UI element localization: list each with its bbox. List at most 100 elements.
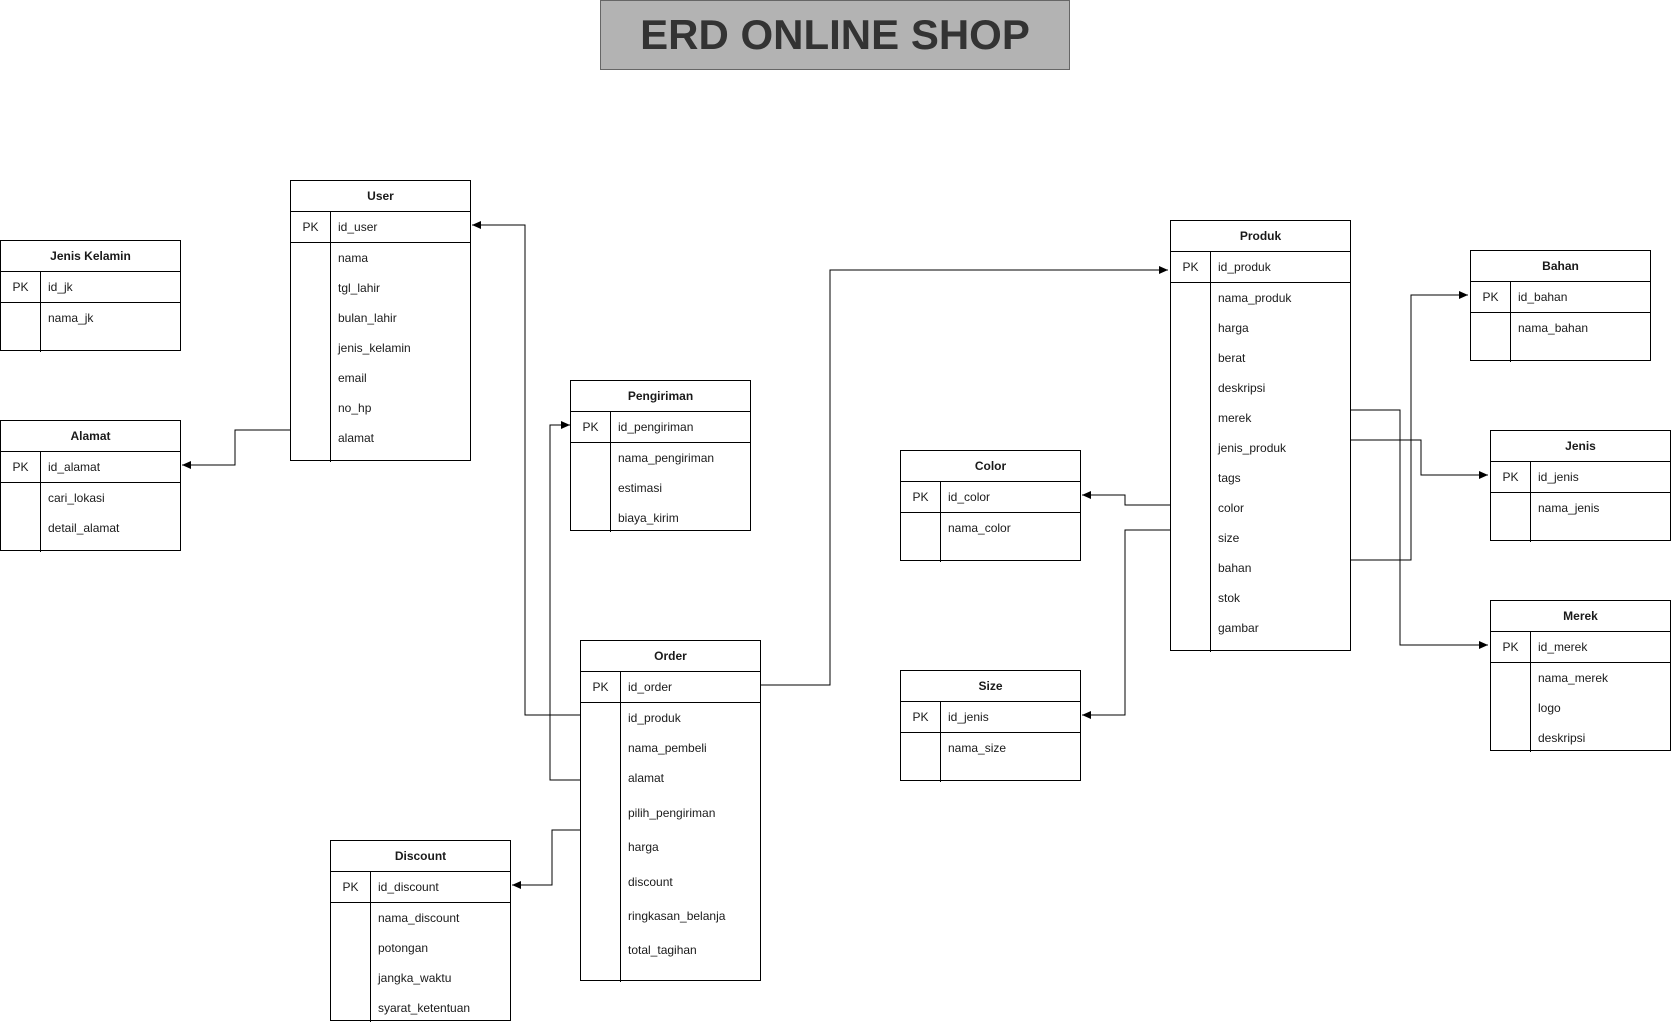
pk-field: id_jk bbox=[48, 280, 73, 294]
attr: berat bbox=[1218, 351, 1246, 365]
link-user-alamat bbox=[182, 429, 290, 469]
entity-color[interactable]: Color PK id_color nama_color bbox=[900, 450, 1081, 562]
pk-label: PK bbox=[1491, 462, 1531, 492]
attr: logo bbox=[1538, 701, 1561, 715]
entity-name: Jenis bbox=[1491, 431, 1670, 462]
pk-field: id_alamat bbox=[48, 460, 101, 474]
pk-label: PK bbox=[1, 272, 41, 302]
entity-size[interactable]: Size PK id_jenis nama_size bbox=[900, 670, 1081, 782]
pk-field: id_pengiriman bbox=[618, 420, 694, 434]
attr: email bbox=[338, 371, 367, 385]
link-produk-jenis bbox=[1350, 439, 1488, 479]
diagram-title: ERD ONLINE SHOP bbox=[600, 0, 1070, 70]
attr: merek bbox=[1218, 411, 1252, 425]
attr: jangka_waktu bbox=[378, 971, 452, 985]
entity-name: Bahan bbox=[1471, 251, 1650, 282]
entity-bahan[interactable]: Bahan PK id_bahan nama_bahan bbox=[1470, 250, 1651, 362]
attr: syarat_ketentuan bbox=[378, 1001, 471, 1015]
pk-field: id_jenis bbox=[948, 710, 989, 724]
attr: cari_lokasi bbox=[48, 491, 105, 505]
entity-name: Jenis Kelamin bbox=[1, 241, 180, 272]
attr: detail_alamat bbox=[48, 521, 120, 535]
attr: nama_color bbox=[948, 521, 1011, 535]
pk-field: id_order bbox=[628, 680, 673, 694]
attr: nama_pembeli bbox=[628, 741, 707, 755]
pk-label: PK bbox=[1171, 252, 1211, 282]
entity-produk[interactable]: Produk PK id_produk nama_produk harga ber… bbox=[1170, 220, 1351, 652]
attr: harga bbox=[628, 840, 659, 854]
attr: size bbox=[1218, 531, 1240, 545]
pk-field: id_bahan bbox=[1518, 290, 1568, 304]
pk-field: id_merek bbox=[1538, 640, 1588, 654]
attr: jenis_kelamin bbox=[338, 341, 411, 355]
attr: nama_jk bbox=[48, 311, 94, 325]
attr: stok bbox=[1218, 591, 1241, 605]
attr: nama bbox=[338, 251, 369, 265]
pk-label: PK bbox=[571, 412, 611, 442]
attr: deskripsi bbox=[1218, 381, 1266, 395]
attr: gambar bbox=[1218, 621, 1259, 635]
attr: nama_merek bbox=[1538, 671, 1609, 685]
link-order-discount bbox=[512, 829, 590, 889]
attr: nama_pengiriman bbox=[618, 451, 715, 465]
attr: nama_discount bbox=[378, 911, 460, 925]
link-order-produk bbox=[760, 266, 1168, 686]
pk-label: PK bbox=[1, 452, 41, 482]
link-order-pengiriman bbox=[549, 421, 580, 781]
entity-name: Merek bbox=[1491, 601, 1670, 632]
entity-name: Produk bbox=[1171, 221, 1350, 252]
pk-label: PK bbox=[1491, 632, 1531, 662]
pk-field: id_produk bbox=[1218, 260, 1271, 274]
attr: harga bbox=[1218, 321, 1249, 335]
attr: alamat bbox=[628, 771, 665, 785]
entity-name: Alamat bbox=[1, 421, 180, 452]
attr: total_tagihan bbox=[628, 943, 697, 957]
entity-jenis[interactable]: Jenis PK id_jenis nama_jenis bbox=[1490, 430, 1671, 542]
link-order-user bbox=[472, 221, 580, 716]
entity-jenis-kelamin[interactable]: Jenis Kelamin PK id_jk nama_jk bbox=[0, 240, 181, 352]
attr: estimasi bbox=[618, 481, 663, 495]
attr: nama_size bbox=[948, 741, 1007, 755]
pk-label: PK bbox=[1471, 282, 1511, 312]
entity-name: Order bbox=[581, 641, 760, 672]
pk-field: id_discount bbox=[378, 880, 439, 894]
attr: deskripsi bbox=[1538, 731, 1586, 745]
entity-pengiriman[interactable]: Pengiriman PK id_pengiriman nama_pengirim… bbox=[570, 380, 751, 532]
attr: tgl_lahir bbox=[338, 281, 381, 295]
entity-merek[interactable]: Merek PK id_merek nama_merek logo deskrip… bbox=[1490, 600, 1671, 752]
attr: no_hp bbox=[338, 401, 372, 415]
attr: discount bbox=[628, 875, 673, 889]
attr: nama_produk bbox=[1218, 291, 1292, 305]
link-produk-bahan bbox=[1350, 291, 1468, 561]
pk-field: id_jenis bbox=[1538, 470, 1579, 484]
entity-name: User bbox=[291, 181, 470, 212]
pk-field: id_color bbox=[948, 490, 991, 504]
attr: nama_jenis bbox=[1538, 501, 1600, 515]
attr: tags bbox=[1218, 471, 1241, 485]
link-produk-color bbox=[1082, 491, 1170, 506]
pk-label: PK bbox=[901, 482, 941, 512]
entity-alamat[interactable]: Alamat PK id_alamat cari_lokasi detail_al… bbox=[0, 420, 181, 552]
attr: color bbox=[1218, 501, 1245, 515]
entity-name: Pengiriman bbox=[571, 381, 750, 412]
entity-name: Color bbox=[901, 451, 1080, 482]
pk-label: PK bbox=[581, 672, 621, 702]
pk-label: PK bbox=[901, 702, 941, 732]
pk-label: PK bbox=[331, 872, 371, 902]
pk-label: PK bbox=[291, 212, 331, 242]
pk-field: id_user bbox=[338, 220, 378, 234]
entity-name: Size bbox=[901, 671, 1080, 702]
link-produk-size bbox=[1082, 529, 1170, 719]
attr: potongan bbox=[378, 941, 429, 955]
attr: id_produk bbox=[628, 711, 681, 725]
attr: biaya_kirim bbox=[618, 511, 679, 525]
link-produk-merek bbox=[1350, 409, 1488, 649]
attr: bahan bbox=[1218, 561, 1252, 575]
attr: alamat bbox=[338, 431, 375, 445]
attr: nama_bahan bbox=[1518, 321, 1589, 335]
attr: jenis_produk bbox=[1218, 441, 1287, 455]
